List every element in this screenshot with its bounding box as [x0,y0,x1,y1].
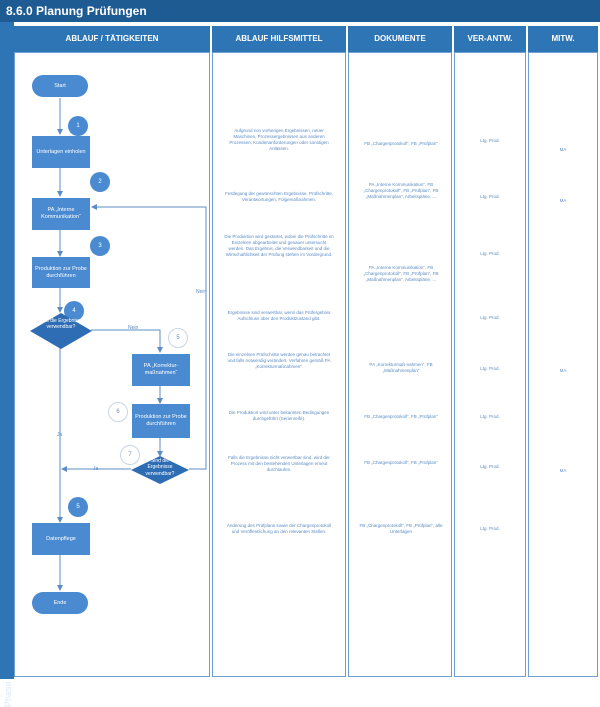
row-7-hilfsmittel: Falls die Ergebnisse nicht verwertbar si… [228,455,330,472]
step-badge-4: 4 [64,301,84,321]
column-header-dokumente: DOKUMENTE [348,26,452,52]
lane-verantw [454,52,526,677]
phase-bar: Phase [0,22,14,707]
row-8-hilfsmittel: Änderung des Prüfplans sowie der Chargen… [226,523,332,534]
step-badge-1: 1 [68,116,88,136]
step-badge-7: 7 [120,445,140,465]
step-badge-6: 6 [108,402,128,422]
step-produktion-zur-probe: Produktion zur Probe durchführen [32,257,90,288]
row-3-dokumente: PA „Interne Kommunikation“, FB „Chargenp… [363,265,439,282]
edge-label-ja-1: Ja [57,432,63,438]
row-2-mitw: MA [559,198,567,203]
lane-hilfsmittel [212,52,346,677]
edge-decision2-nein [91,204,207,470]
diagram-title: 8.6.0 Planung Prüfungen [0,0,600,22]
row-7-verantw: Ltg. Prod. [480,464,500,469]
row-5-verantw: Ltg. Prod. [480,366,500,371]
row-7-dokumente: FB „Chargenprotokoll“, FB „Prüfplan“ [364,460,438,465]
row-2-dokumente: PA „Interne Kommunikation“, FB „Chargenp… [363,182,439,199]
edge-label-nein-1: Nein [128,325,139,331]
row-3-verantw: Ltg. Prod. [480,251,500,256]
row-8-dokumente: FB „Chargenprotokoll“, FB „Prüfplan“, al… [359,523,443,534]
row-5-dokumente: PA „Korrekturmaß-nahmen“, FB „Maßnahmenp… [369,362,433,373]
row-1-hilfsmittel: Aufgrund von vorherigen Ergebnissen, neu… [229,128,329,151]
column-header-ablauf: ABLAUF / TÄTIGKEITEN [14,26,210,52]
edge-label-ja-2: Ja [93,466,99,472]
edge-decision1-nein [91,329,163,353]
decision-1-shape [30,313,92,349]
step-datenpflege: Datenpflege [32,523,90,555]
row-8-verantw: Ltg. Prod. [480,526,500,531]
row-2-hilfsmittel: Festlegung der gewünschten Ergebnisse, P… [224,191,334,202]
row-2-verantw: Ltg. Prod. [480,194,500,199]
step-pa-interne-kommunikation: PA „Interne Kommunikation“ [32,198,90,230]
row-5-mitw: MA [559,368,567,373]
step-badge-2: 2 [90,172,110,192]
step-badge-5b: 5 [68,497,88,517]
step-pa-korrekturmassnahmen: PA „Korrektur-maßnahmen“ [132,354,190,386]
decision-2-shape [131,456,189,484]
step-badge-5a: 5 [168,328,188,348]
row-1-verantw: Ltg. Prod. [480,138,500,143]
row-4-hilfsmittel: Ergebnisse sind verwertbar, wenn das Prü… [227,310,331,321]
row-6-dokumente: FB „Chargenprotokoll“, FB „Prüfplan“ [364,414,438,419]
lane-mitw [528,52,598,677]
row-6-verantw: Ltg. Prod. [480,414,500,419]
step-badge-3: 3 [90,236,110,256]
step-unterlagen-einholen: Unterlagen einholen [32,136,90,168]
row-1-dokumente: FB „Chargenprotokoll“, FB „Prüfplan“ [364,141,438,146]
row-5-hilfsmittel: Die einzelnen Prüfschritte werden genau … [227,352,331,369]
flow-connectors [57,98,207,591]
row-4-verantw: Ltg. Prod. [480,315,500,320]
row-3-hilfsmittel: Die Produktion wird gestartet, wobei die… [224,234,334,257]
decision-1-label: Sind die Ergebnisse verwendbar? [38,318,84,331]
row-7-mitw: MA [559,468,567,473]
row-1-mitw: MA [559,147,567,152]
edge-label-nein-2: Nein [196,289,207,295]
column-header-verantw: VER-ANTW. [454,26,526,52]
column-header-hilfsmittel: ABLAUF HILFSMITTEL [212,26,346,52]
lane-dokumente [348,52,452,677]
column-header-mitw: MITW. [528,26,598,52]
decision-2-label: Sind die Ergebnisse verwendbar? [145,458,175,477]
step-produktion-zur-probe-2: Produktion zur Probe durchführen [132,404,190,438]
end-node: Ende [32,592,88,614]
start-node: Start [32,75,88,97]
row-6-hilfsmittel: Die Produktion wird unter bekannten Bedi… [228,410,330,421]
